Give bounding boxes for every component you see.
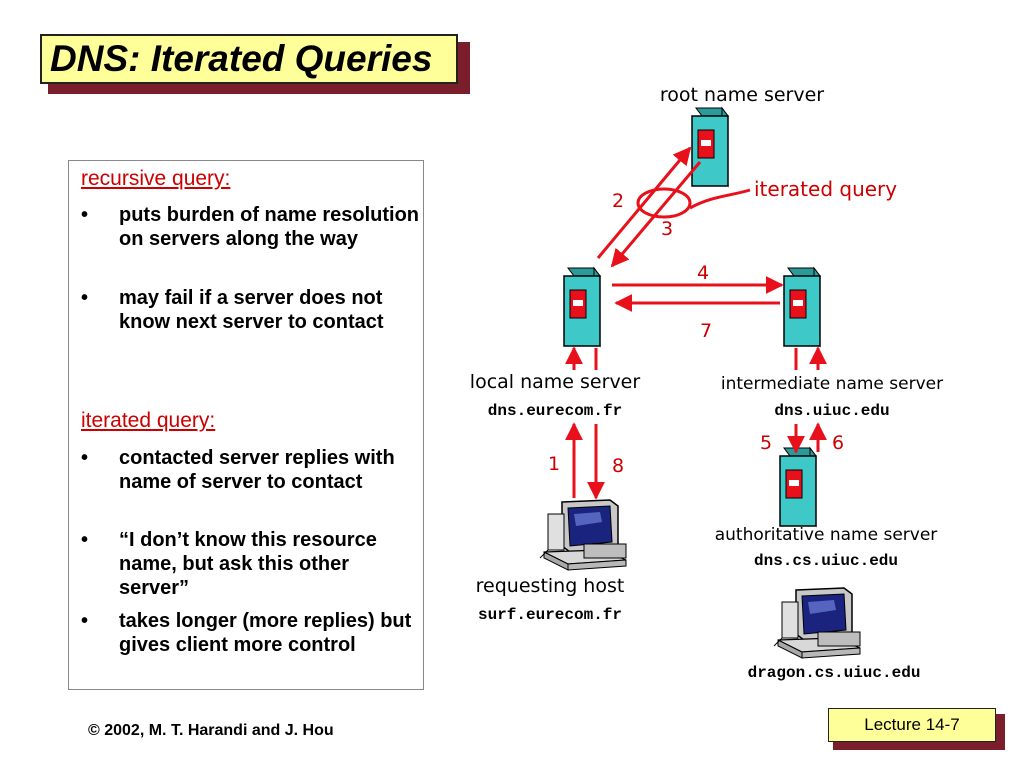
bullet-text: “I don’t know this resource name, but as… — [119, 529, 377, 599]
bullet-icon: • — [81, 287, 89, 309]
requesting-host-computer-icon — [539, 499, 627, 571]
recursive-heading: recursive query: — [81, 167, 231, 190]
requesting-host-name: surf.eurecom.fr — [477, 606, 623, 624]
step-4-label: 4 — [697, 262, 710, 284]
dragon-host-name: dragon.cs.uiuc.edu — [747, 664, 921, 682]
arrow-2 — [596, 146, 692, 259]
step-5-label: 5 — [760, 432, 773, 454]
local-server-icon — [563, 267, 601, 347]
intermediate-server-host: dns.uiuc.edu — [774, 402, 890, 420]
bullet-icon: • — [81, 204, 89, 226]
root-server-icon — [691, 107, 729, 187]
lecture-box: Lecture 14-7 — [828, 708, 996, 742]
copyright-text: © 2002, M. T. Harandi and J. Hou — [88, 722, 334, 739]
iterated-query-label: iterated query — [754, 177, 898, 201]
bullet-icon: • — [81, 447, 89, 469]
intermediate-server-label: intermediate name server — [720, 374, 944, 394]
bullet-text: contacted server replies with name of se… — [119, 447, 395, 493]
bullet-text: takes longer (more replies) but gives cl… — [119, 610, 412, 656]
title-box: DNS: Iterated Queries — [40, 34, 458, 84]
bullet-text: puts burden of name resolution on server… — [119, 204, 420, 250]
root-server-label: root name server — [659, 84, 825, 106]
authoritative-server-label: authoritative name server — [714, 525, 938, 545]
step-3-label: 3 — [661, 218, 674, 240]
iterated-query-ellipse — [636, 187, 692, 219]
lecture-label: Lecture 14-7 — [864, 715, 960, 734]
local-server-host: dns.eurecom.fr — [487, 402, 623, 420]
bullet-icon: • — [81, 529, 89, 551]
arrow-3 — [610, 161, 702, 268]
iterated-heading: iterated query: — [81, 409, 216, 432]
authoritative-server-icon — [779, 447, 817, 527]
dragon-computer-icon — [773, 587, 861, 659]
authoritative-server-host: dns.cs.uiuc.edu — [753, 552, 899, 570]
local-server-label: local name server — [469, 371, 641, 393]
step-8-label: 8 — [612, 455, 625, 477]
step-1-label: 1 — [548, 453, 561, 475]
page-title: DNS: Iterated Queries — [50, 38, 433, 79]
intermediate-server-icon — [783, 267, 821, 347]
text-panel: recursive query: • puts burden of name r… — [68, 160, 424, 690]
step-6-label: 6 — [832, 432, 845, 454]
step-7-label: 7 — [700, 320, 713, 342]
iterated-query-connector — [689, 188, 751, 210]
step-2-label: 2 — [612, 190, 625, 212]
requesting-host-label: requesting host — [475, 575, 625, 597]
bullet-text: may fail if a server does not know next … — [119, 287, 384, 333]
bullet-icon: • — [81, 610, 89, 632]
